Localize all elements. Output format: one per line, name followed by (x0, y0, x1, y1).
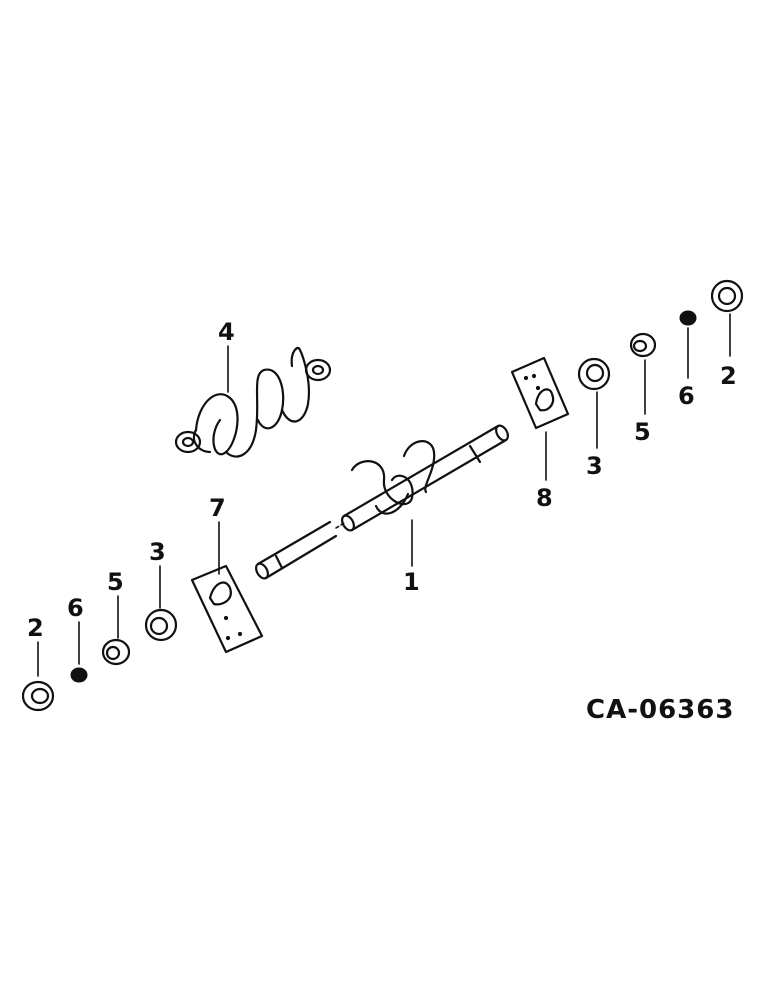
washer-right (679, 310, 697, 326)
callout-shaft: 1 (403, 568, 420, 596)
callout-nut-right: 2 (720, 362, 737, 390)
auger-shaft (255, 424, 509, 580)
callout-bearing-left: 3 (149, 538, 166, 566)
callout-flighting: 4 (218, 318, 235, 346)
callout-bearing-right: 3 (586, 452, 603, 480)
bearing-plate-right (510, 356, 570, 430)
nut-left (21, 680, 55, 712)
callout-washer-left: 6 (67, 594, 84, 622)
bearing-plate-left (190, 564, 264, 654)
callout-plate-left: 7 (209, 494, 226, 522)
callout-bushing-right: 5 (634, 418, 651, 446)
nut-right (710, 279, 744, 313)
flighting-spiral (174, 346, 332, 458)
callout-plate-right: 8 (536, 484, 553, 512)
figure-id: CA-06363 (586, 695, 734, 725)
washer-left (70, 667, 88, 683)
bushing-left (101, 638, 131, 666)
bearing-left (144, 608, 178, 642)
callout-nut-left: 2 (27, 614, 44, 642)
bushing-right (629, 332, 657, 358)
callout-washer-right: 6 (678, 382, 695, 410)
callout-bushing-left: 5 (107, 568, 124, 596)
leader-lines (37, 313, 731, 677)
bearing-right (577, 357, 611, 391)
